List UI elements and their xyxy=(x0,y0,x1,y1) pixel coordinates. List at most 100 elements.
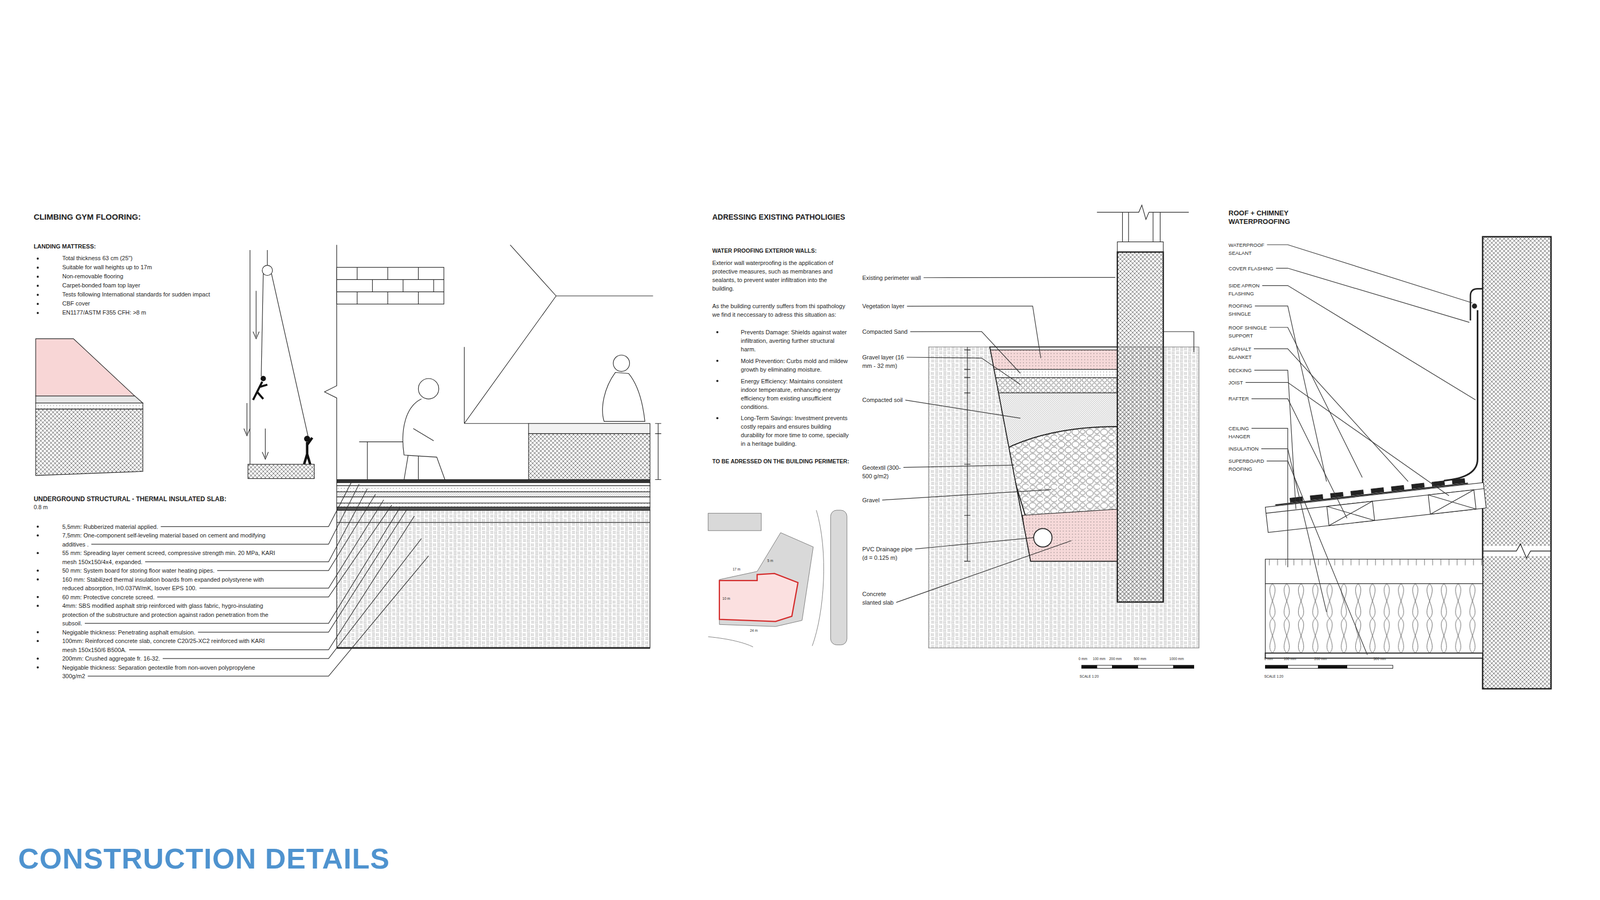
bullet-dot xyxy=(36,569,39,572)
callout-label: JOIST xyxy=(1228,378,1291,387)
climbing-wall-diagram xyxy=(243,250,315,479)
callout-label: DECKING xyxy=(1228,366,1291,375)
roof-build-up-part xyxy=(1428,490,1477,515)
ceiling-build-up xyxy=(1265,559,1483,659)
mattress-isometric-part xyxy=(35,403,143,410)
page-title: CONSTRUCTION DETAILS xyxy=(18,841,390,876)
gym-section-part xyxy=(336,482,650,486)
leader-line xyxy=(1267,244,1473,303)
bullet-dot xyxy=(36,284,39,287)
scale-bar-part xyxy=(1081,665,1098,669)
layer-note: 55 mm: Spreading layer cement screed, co… xyxy=(62,548,279,567)
scale-bar-part xyxy=(1173,665,1194,669)
climbing-wall-diagram-part xyxy=(261,273,264,377)
bullet-dot xyxy=(36,552,39,555)
gym-section-part xyxy=(336,507,650,511)
mattress-isometric-part xyxy=(35,409,143,476)
gym-section-part xyxy=(402,398,445,480)
climbing-wall-diagram-part xyxy=(243,403,250,436)
bullet-dot xyxy=(36,312,39,315)
callout-label: Compacted Sand xyxy=(862,327,955,336)
gym-section-part xyxy=(528,433,651,480)
scale-bar-part xyxy=(1097,665,1113,669)
callout-label: CEILING HANGER xyxy=(1228,424,1260,441)
drainage-layers xyxy=(979,349,1123,562)
scale-bar xyxy=(1081,665,1194,669)
mattress-isometric-part xyxy=(35,338,135,396)
bullet-dot xyxy=(716,360,719,363)
section-heading: LANDING MATTRESS: xyxy=(33,242,187,251)
layer-note: 5,5mm: Rubberized material applied. xyxy=(62,522,279,532)
dimension: 24 m xyxy=(749,628,771,634)
gym-section-part xyxy=(654,423,661,480)
scale-label: 1000 mm xyxy=(1169,657,1195,662)
mattress-isometric-part xyxy=(35,396,143,404)
chimney-part xyxy=(1482,236,1551,690)
bullet-dot xyxy=(716,417,719,420)
site-plan xyxy=(708,510,847,647)
chimney-part xyxy=(1482,544,1551,559)
scale-label: 200 mm xyxy=(1314,657,1335,662)
roof-build-up-part xyxy=(1290,497,1303,503)
drainage-layers-part xyxy=(979,377,1123,394)
wall-section-part xyxy=(1117,242,1164,253)
drainage-layers-part xyxy=(1022,509,1118,562)
bullet-text: Long-Term Savings: Investment prevents c… xyxy=(740,413,850,448)
bullet-dot xyxy=(36,293,39,296)
scale-label: 200 mm xyxy=(1109,657,1130,662)
layer-note: 100mm: Reinforced concrete slab, concret… xyxy=(62,636,279,655)
section-heading: TO BE ADRESSED ON THE BUILDING PERIMETER… xyxy=(712,457,855,466)
flashing-part xyxy=(1472,303,1478,309)
wall-section-part xyxy=(989,347,1118,562)
gym-section-part xyxy=(602,372,645,422)
bullet-dot xyxy=(36,257,39,260)
climbing-wall-diagram-part xyxy=(252,381,268,400)
leader-line xyxy=(903,465,1015,468)
leader-line xyxy=(1254,370,1296,509)
roof-build-up-part xyxy=(1350,490,1364,496)
scale-bar-part xyxy=(1347,665,1394,669)
bullet-text: Mold Prevention: Curbs mold and mildew g… xyxy=(740,356,850,374)
panel-heading: ADRESSING EXISTING PATHOLIGIES xyxy=(712,212,978,222)
gym-section-part xyxy=(336,267,444,304)
flashing xyxy=(1443,289,1483,482)
layer-note: 60 mm: Protective concrete screed. xyxy=(62,593,279,603)
scale-bar-part xyxy=(1288,665,1319,669)
leader-line xyxy=(906,357,1021,385)
layer-note: Negigable thickness: Separation geotexti… xyxy=(62,663,279,682)
bullet-dot xyxy=(36,525,39,528)
callout-label: Concrete slanted slab xyxy=(862,589,904,607)
scale-label: 500 mm xyxy=(1373,657,1394,662)
site-plan-part xyxy=(719,573,798,622)
roof-build-up-part xyxy=(1371,488,1384,494)
bullet-dot xyxy=(36,631,39,634)
ceiling-build-up-part xyxy=(1265,584,1483,654)
gym-section-part xyxy=(336,267,444,304)
scale-label: SCALE 1:20 xyxy=(1079,674,1121,679)
climbing-wall-diagram-part xyxy=(249,250,251,465)
site-plan-part xyxy=(708,636,754,647)
leader-line xyxy=(1266,461,1368,656)
chimney xyxy=(1482,236,1551,690)
gym-section-part xyxy=(336,503,650,508)
gym-section-part xyxy=(464,244,654,424)
scale-label: 0 mm xyxy=(1264,657,1285,662)
drainage-layers-part xyxy=(979,349,1118,393)
section-heading: UNDERGROUND STRUCTURAL - THERMAL INSULAT… xyxy=(33,494,371,504)
leader-line xyxy=(910,331,1021,374)
paragraph: Exterior wall waterproofing is the appli… xyxy=(712,258,847,293)
roof-build-up-part xyxy=(1326,501,1375,526)
site-plan-part xyxy=(830,510,847,646)
leader-line xyxy=(160,481,352,527)
roof-build-up-part xyxy=(1330,492,1344,498)
callout-label: Existing perimeter wall xyxy=(862,273,955,283)
panel-heading: CLIMBING GYM FLOORING: xyxy=(33,212,259,222)
gym-section-part xyxy=(324,244,337,480)
callout-label: ASPHALT BLANKET xyxy=(1228,345,1260,362)
callout-label: INSULATION xyxy=(1228,444,1291,453)
callout-label: Gravel layer (16 mm - 32 mm) xyxy=(862,353,910,371)
roof-build-up-part xyxy=(1326,501,1375,526)
paragraph: As the building currently suffers from t… xyxy=(712,301,847,319)
